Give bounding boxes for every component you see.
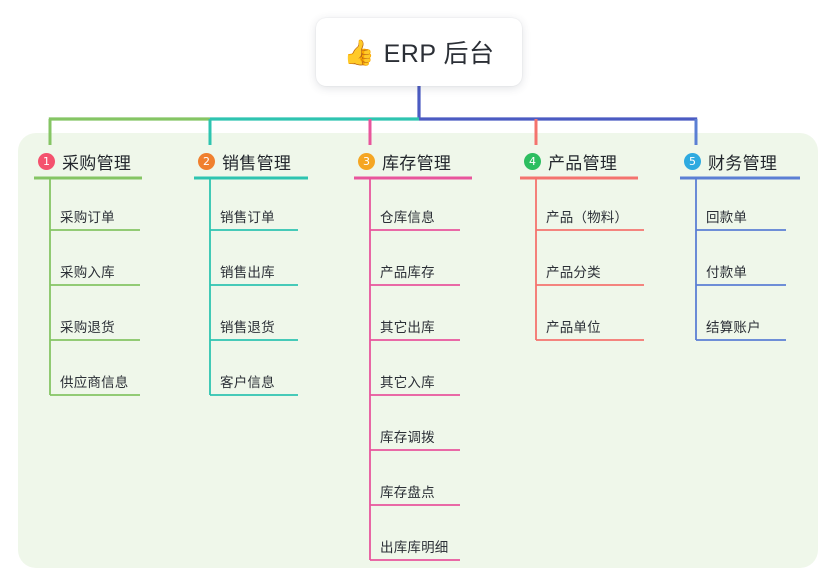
leaf-node[interactable]: 销售出库 bbox=[198, 255, 275, 285]
leaf-node[interactable]: 采购入库 bbox=[38, 255, 115, 285]
leaf-node-label: 采购退货 bbox=[60, 320, 115, 335]
leaf-node-label: 采购订单 bbox=[60, 210, 115, 225]
branch-column-1[interactable]: 1 采购管理 bbox=[38, 148, 131, 174]
leaf-node-label: 采购入库 bbox=[60, 265, 115, 280]
leaf-node-label: 结算账户 bbox=[706, 320, 761, 335]
leaf-node[interactable]: 产品分类 bbox=[524, 255, 601, 285]
leaf-node[interactable]: 客户信息 bbox=[198, 365, 275, 395]
leaf-node-label: 销售退货 bbox=[220, 320, 275, 335]
thumbs-up-icon: 👍 bbox=[343, 38, 375, 67]
leaf-node[interactable]: 销售退货 bbox=[198, 310, 275, 340]
leaf-node-label: 其它入库 bbox=[380, 375, 435, 390]
branch-number-badge: 2 bbox=[198, 152, 215, 170]
leaf-node-label: 其它出库 bbox=[380, 320, 435, 335]
leaf-node[interactable]: 出库库明细 bbox=[358, 530, 449, 560]
branch-title: 销售管理 bbox=[222, 153, 292, 173]
leaf-node-label: 仓库信息 bbox=[380, 210, 435, 225]
branch-header[interactable]: 5 财务管理 bbox=[684, 148, 777, 174]
leaf-node[interactable]: 回款单 bbox=[684, 200, 747, 230]
leaf-node-label: 付款单 bbox=[706, 265, 748, 280]
branch-title: 采购管理 bbox=[62, 153, 132, 173]
leaf-node[interactable]: 其它入库 bbox=[358, 365, 435, 395]
leaf-node[interactable]: 仓库信息 bbox=[358, 200, 435, 230]
leaf-node-label: 库存调拨 bbox=[380, 430, 435, 445]
leaf-node-label: 销售出库 bbox=[220, 265, 275, 280]
branch-number-badge: 3 bbox=[358, 152, 375, 170]
leaf-node-label: 产品单位 bbox=[546, 320, 601, 335]
branch-number-badge: 1 bbox=[38, 152, 55, 170]
branch-header[interactable]: 1 采购管理 bbox=[38, 148, 131, 174]
leaf-node-label: 产品分类 bbox=[546, 265, 601, 280]
leaf-node-label: 库存盘点 bbox=[380, 485, 435, 500]
leaf-node[interactable]: 产品（物料） bbox=[524, 200, 628, 230]
leaf-node[interactable]: 采购退货 bbox=[38, 310, 115, 340]
root-node[interactable]: 👍 ERP 后台 bbox=[316, 18, 522, 86]
leaf-node[interactable]: 销售订单 bbox=[198, 200, 275, 230]
leaf-node[interactable]: 产品库存 bbox=[358, 255, 435, 285]
branch-number-badge: 4 bbox=[524, 152, 541, 170]
leaf-node-label: 出库库明细 bbox=[380, 540, 449, 555]
leaf-node-label: 产品（物料） bbox=[546, 210, 629, 225]
root-node-title: ERP 后台 bbox=[383, 40, 495, 68]
branch-header[interactable]: 2 销售管理 bbox=[198, 148, 291, 174]
branch-title: 财务管理 bbox=[708, 153, 778, 173]
branch-column-2[interactable]: 2 销售管理 bbox=[198, 148, 291, 174]
leaf-node[interactable]: 库存调拨 bbox=[358, 420, 435, 450]
branch-column-4[interactable]: 4 产品管理 bbox=[524, 148, 617, 174]
leaf-node[interactable]: 供应商信息 bbox=[38, 365, 129, 395]
leaf-node-label: 销售订单 bbox=[220, 210, 275, 225]
leaf-node[interactable]: 产品单位 bbox=[524, 310, 601, 340]
leaf-node-label: 供应商信息 bbox=[60, 375, 129, 390]
branch-column-3[interactable]: 3 库存管理 bbox=[358, 148, 451, 174]
leaf-node[interactable]: 其它出库 bbox=[358, 310, 435, 340]
leaf-node-label: 回款单 bbox=[706, 210, 748, 225]
branch-column-5[interactable]: 5 财务管理 bbox=[684, 148, 777, 174]
leaf-node[interactable]: 采购订单 bbox=[38, 200, 115, 230]
leaf-node-label: 客户信息 bbox=[220, 375, 275, 390]
root-node-content: 👍 ERP 后台 bbox=[343, 34, 494, 70]
leaf-node[interactable]: 库存盘点 bbox=[358, 475, 435, 505]
branch-number-badge: 5 bbox=[684, 152, 701, 170]
branch-title: 产品管理 bbox=[548, 153, 618, 173]
leaf-node[interactable]: 付款单 bbox=[684, 255, 747, 285]
leaf-node[interactable]: 结算账户 bbox=[684, 310, 761, 340]
branch-title: 库存管理 bbox=[382, 153, 452, 173]
branch-header[interactable]: 4 产品管理 bbox=[524, 148, 617, 174]
leaf-node-label: 产品库存 bbox=[380, 265, 435, 280]
branches-panel bbox=[18, 133, 818, 568]
branch-header[interactable]: 3 库存管理 bbox=[358, 148, 451, 174]
